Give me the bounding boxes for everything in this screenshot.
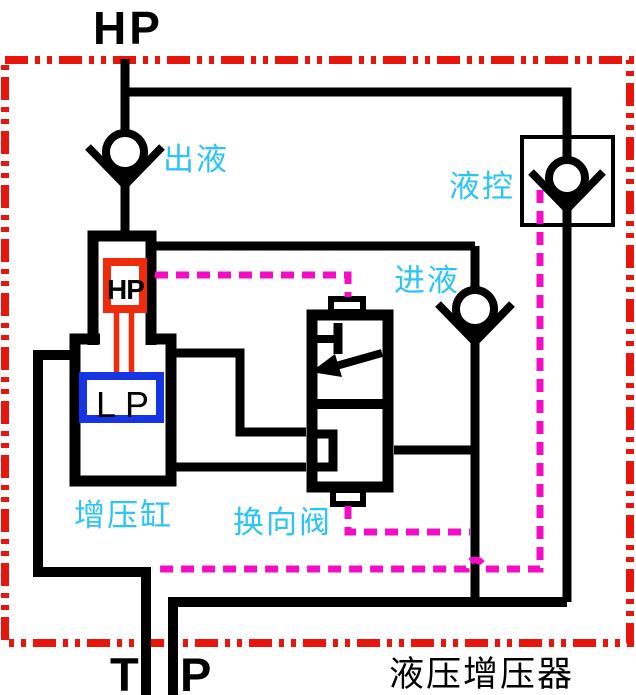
inlet-check-valve-icon [435, 286, 515, 348]
hp-port-label: HP [93, 2, 163, 54]
lp-piston [79, 372, 164, 423]
outlet-check-valve-label: 出液 [163, 142, 229, 177]
pilot-line-valve-bottom [344, 506, 470, 536]
check-valve-seat [85, 144, 165, 191]
valve-flow-arrow-head [311, 354, 342, 377]
pilot-line-hp-to-valve [155, 271, 352, 297]
check-valve-seat [435, 301, 515, 348]
check-valve-ball [545, 156, 589, 200]
hp-piston-label: HP [107, 274, 144, 305]
piston-rod [113, 306, 135, 378]
intensifier-cylinder-icon: HP LP [69, 230, 177, 487]
check-valve-ball [452, 286, 498, 332]
directional-valve-label: 换向阀 [233, 505, 332, 540]
directional-valve-icon [306, 296, 394, 507]
inlet-check-valve-label: 进液 [394, 263, 460, 298]
pilot-check-valve-icon [528, 156, 606, 215]
pilot-branch-line [125, 87, 572, 602]
pilot-lines [152, 190, 544, 573]
pilot-check-valve-label: 液控 [449, 169, 515, 204]
check-valve-seat [528, 169, 606, 215]
valve-uturn-bracket [316, 429, 338, 472]
p-port-label: P [180, 648, 211, 695]
p-line [168, 597, 567, 695]
hp-cylinder-body [87, 230, 157, 345]
hp-piston [103, 258, 147, 313]
pilot-line-pilot-check-valve [152, 190, 544, 573]
t-line [33, 350, 151, 695]
t-port-label: T [110, 648, 139, 695]
check-valve-ball [102, 129, 148, 175]
outlet-check-valve-icon [85, 129, 165, 191]
enclosure-border [1, 56, 634, 647]
cylinder-valve-line-a [171, 348, 306, 437]
lp-piston-label: LP [96, 384, 158, 425]
valve-flow-arrow-shaft [334, 349, 384, 370]
intensifier-cylinder-label: 增压缸 [74, 498, 173, 533]
lp-cylinder-body [69, 333, 177, 487]
diagram-title: 液压增压器 [389, 655, 574, 694]
